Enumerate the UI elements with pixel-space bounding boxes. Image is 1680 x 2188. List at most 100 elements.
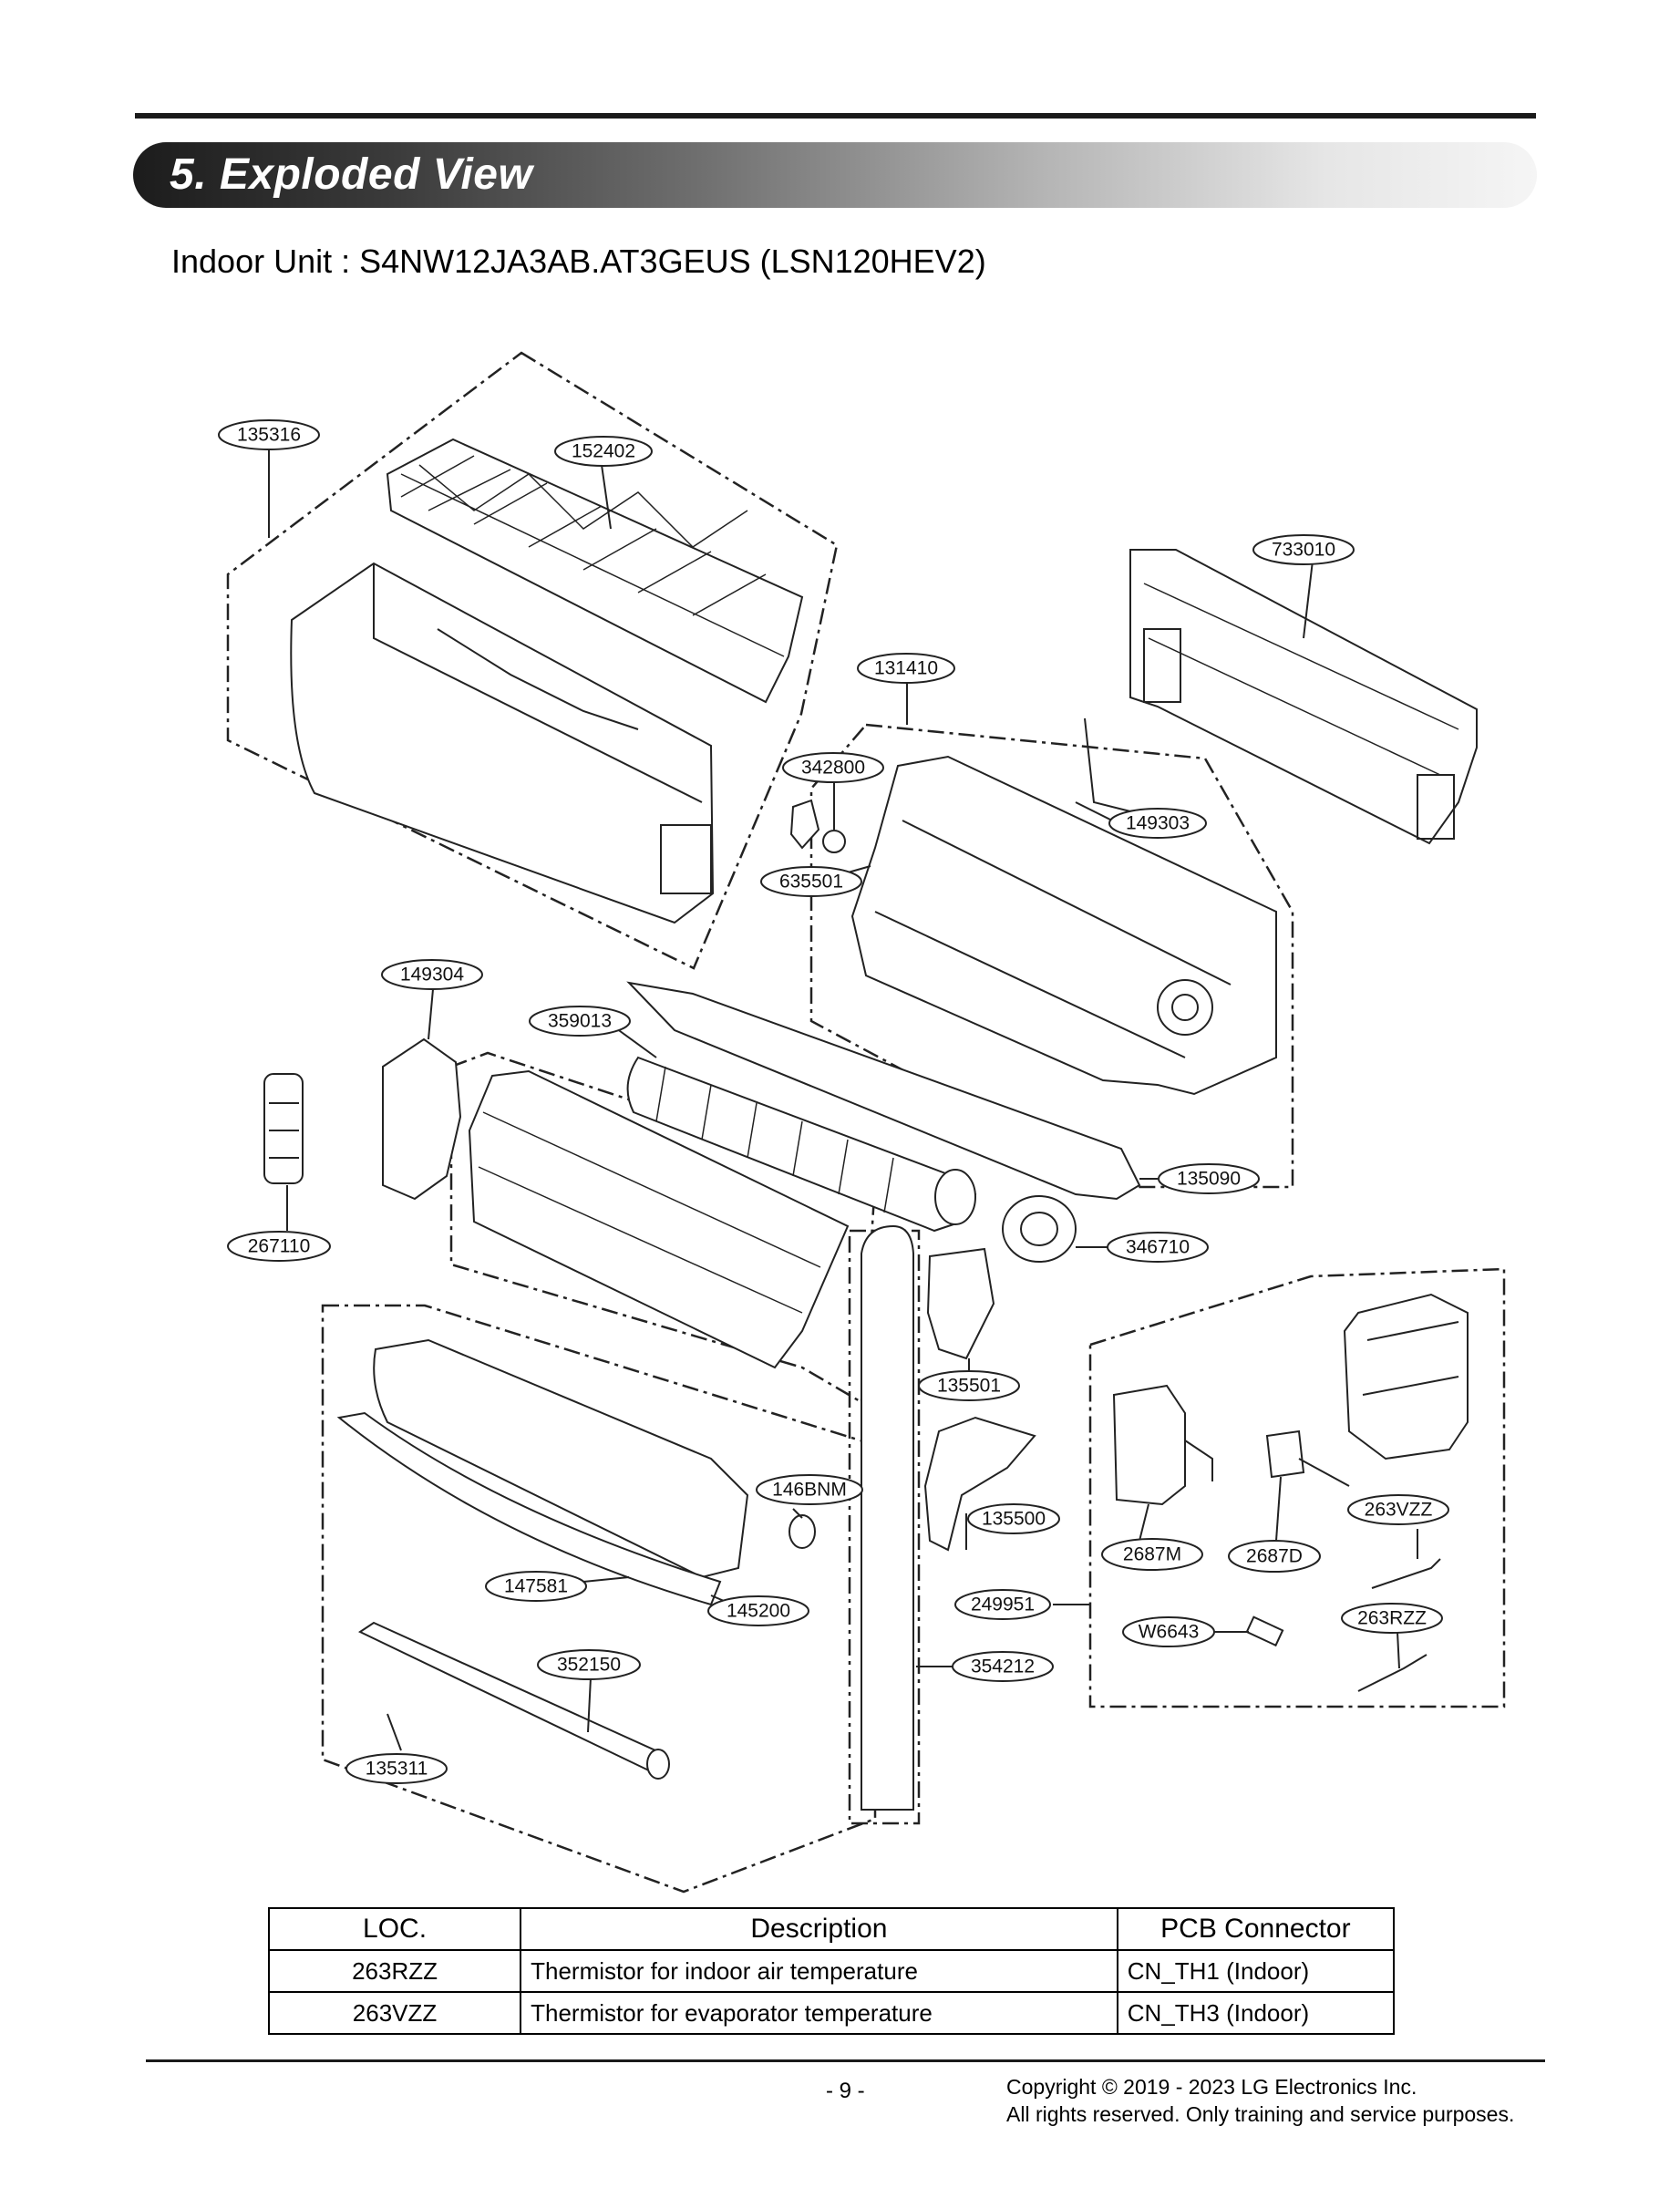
callout-label: 249951 (971, 1595, 1035, 1615)
callout-label: 135090 (1177, 1169, 1241, 1190)
callout-359013 (529, 1006, 631, 1037)
leader-152402 (601, 464, 612, 530)
column-header-pcb-connector: PCB Connector (1116, 1907, 1396, 1951)
callout-135500 (967, 1503, 1060, 1534)
leader-263RZZ (1397, 1631, 1400, 1669)
callout-342800 (782, 752, 884, 783)
callout-149304 (381, 959, 483, 990)
page-number: - 9 - (826, 2079, 865, 2103)
leader-2687M (1139, 1503, 1149, 1542)
callout-label: 135501 (937, 1376, 1001, 1397)
copyright-line-1: Copyright © 2019 - 2023 LG Electronics I… (1006, 2075, 1417, 2099)
callout-354212 (952, 1651, 1054, 1682)
callout-2687D (1228, 1540, 1321, 1573)
callout-label: 131410 (874, 658, 938, 679)
group-vane-outline (321, 1304, 877, 1894)
top-rule (135, 113, 1536, 119)
mounting-plate-drawing (1129, 549, 1478, 845)
callout-152402 (554, 436, 653, 467)
copyright-line-2: All rights reserved. Only training and s… (1006, 2102, 1515, 2126)
control-box-drawing (1343, 1293, 1469, 1460)
callout-label: 359013 (548, 1011, 612, 1032)
callout-label: 146BNM (772, 1480, 847, 1501)
model-subtitle: Indoor Unit : S4NW12JA3AB.AT3GEUS (LSN12… (171, 243, 986, 280)
leader-352150 (587, 1677, 592, 1733)
callout-145200 (707, 1595, 809, 1626)
leader-2687D (1275, 1476, 1282, 1542)
evaporator-drawing (468, 1069, 850, 1369)
callout-635501 (760, 866, 862, 897)
callout-W6643 (1122, 1616, 1215, 1647)
callout-label: 145200 (727, 1601, 790, 1622)
callout-263RZZ (1341, 1603, 1443, 1634)
callout-label: 149303 (1126, 813, 1190, 834)
vane-assembly-drawing (336, 1338, 749, 1606)
leader-135311 (387, 1713, 402, 1751)
table-row: 263RZZ Thermistor for indoor air tempera… (267, 1949, 1396, 1993)
copyright-notice: Copyright © 2019 - 2023 LG Electronics I… (1006, 2073, 1514, 2128)
callout-249951 (954, 1589, 1051, 1620)
crossflow-fan-drawing (626, 1056, 977, 1233)
callout-2687M (1101, 1538, 1203, 1571)
leader-733010 (1303, 560, 1314, 639)
callout-733010 (1252, 534, 1355, 565)
step-motor-drawing (788, 1514, 816, 1549)
callout-label: 346710 (1126, 1237, 1190, 1258)
callout-131410 (857, 653, 955, 684)
callout-label: 263RZZ (1357, 1608, 1427, 1629)
column-header-description: Description (520, 1907, 1118, 1951)
leader-149303 (1075, 801, 1113, 821)
callout-label: 2687M (1123, 1544, 1181, 1565)
cell-loc: 263RZZ (267, 1949, 522, 1993)
callout-346710 (1107, 1232, 1209, 1263)
section-title: 5. Exploded View (170, 150, 533, 199)
callout-label: 354212 (971, 1656, 1035, 1677)
group-evaporator-outline (449, 1051, 877, 1405)
parts-table: LOC. Description PCB Connector 263RZZ Th… (267, 1907, 1396, 2035)
callout-label: 267110 (248, 1236, 311, 1257)
front-grille-drawing (386, 438, 804, 704)
callout-135501 (918, 1370, 1020, 1401)
callout-label: 635501 (779, 872, 843, 893)
callout-label: 342800 (801, 758, 865, 779)
callout-149303 (1108, 808, 1207, 839)
cell-pcb-connector: CN_TH3 (Indoor) (1116, 1991, 1396, 2035)
leader-146BNM (792, 1508, 803, 1519)
callout-263VZZ (1347, 1494, 1449, 1525)
section-banner: 5. Exploded View (133, 142, 1537, 208)
motor-cover-drawing (926, 1247, 995, 1360)
cell-loc: 263VZZ (267, 1991, 522, 2035)
callout-label: 263VZZ (1365, 1500, 1433, 1521)
callout-label: 2687D (1246, 1546, 1303, 1567)
leader-149304 (428, 988, 434, 1040)
callout-label: W6643 (1139, 1622, 1200, 1643)
bottom-rule (146, 2059, 1545, 2062)
stabilizer-drawing (626, 981, 1141, 1201)
thermistor-evap-drawing (1371, 1558, 1441, 1589)
drain-cover-drawing (923, 1416, 1036, 1552)
callout-146BNM (756, 1474, 863, 1505)
table-header-row: LOC. Description PCB Connector (267, 1907, 1396, 1951)
callout-label: 147581 (504, 1576, 568, 1597)
harness-drawing (1245, 1615, 1284, 1647)
callout-label: 135500 (982, 1509, 1046, 1530)
callout-135090 (1158, 1163, 1260, 1194)
group-front-panel-outline (226, 351, 839, 970)
piping-drawing (861, 1224, 914, 1811)
callout-label: 152402 (572, 441, 635, 462)
motor-drawing (1002, 1195, 1077, 1263)
callout-label: 733010 (1272, 540, 1335, 561)
callout-label: 135316 (237, 425, 301, 446)
callout-147581 (485, 1571, 587, 1602)
bearing-drawing (789, 799, 846, 853)
main-pcb-drawing (1112, 1384, 1213, 1506)
callout-label: 352150 (557, 1655, 621, 1676)
column-header-loc: LOC. (267, 1907, 522, 1951)
callout-352150 (537, 1649, 641, 1680)
callout-label: 149304 (400, 965, 464, 986)
front-panel-drawing (290, 562, 715, 924)
chassis-drawing (850, 717, 1277, 1096)
table-row: 263VZZ Thermistor for evaporator tempera… (267, 1991, 1396, 2035)
thermistor-air-drawing (1357, 1654, 1427, 1692)
remote-control-drawing (263, 1073, 304, 1184)
